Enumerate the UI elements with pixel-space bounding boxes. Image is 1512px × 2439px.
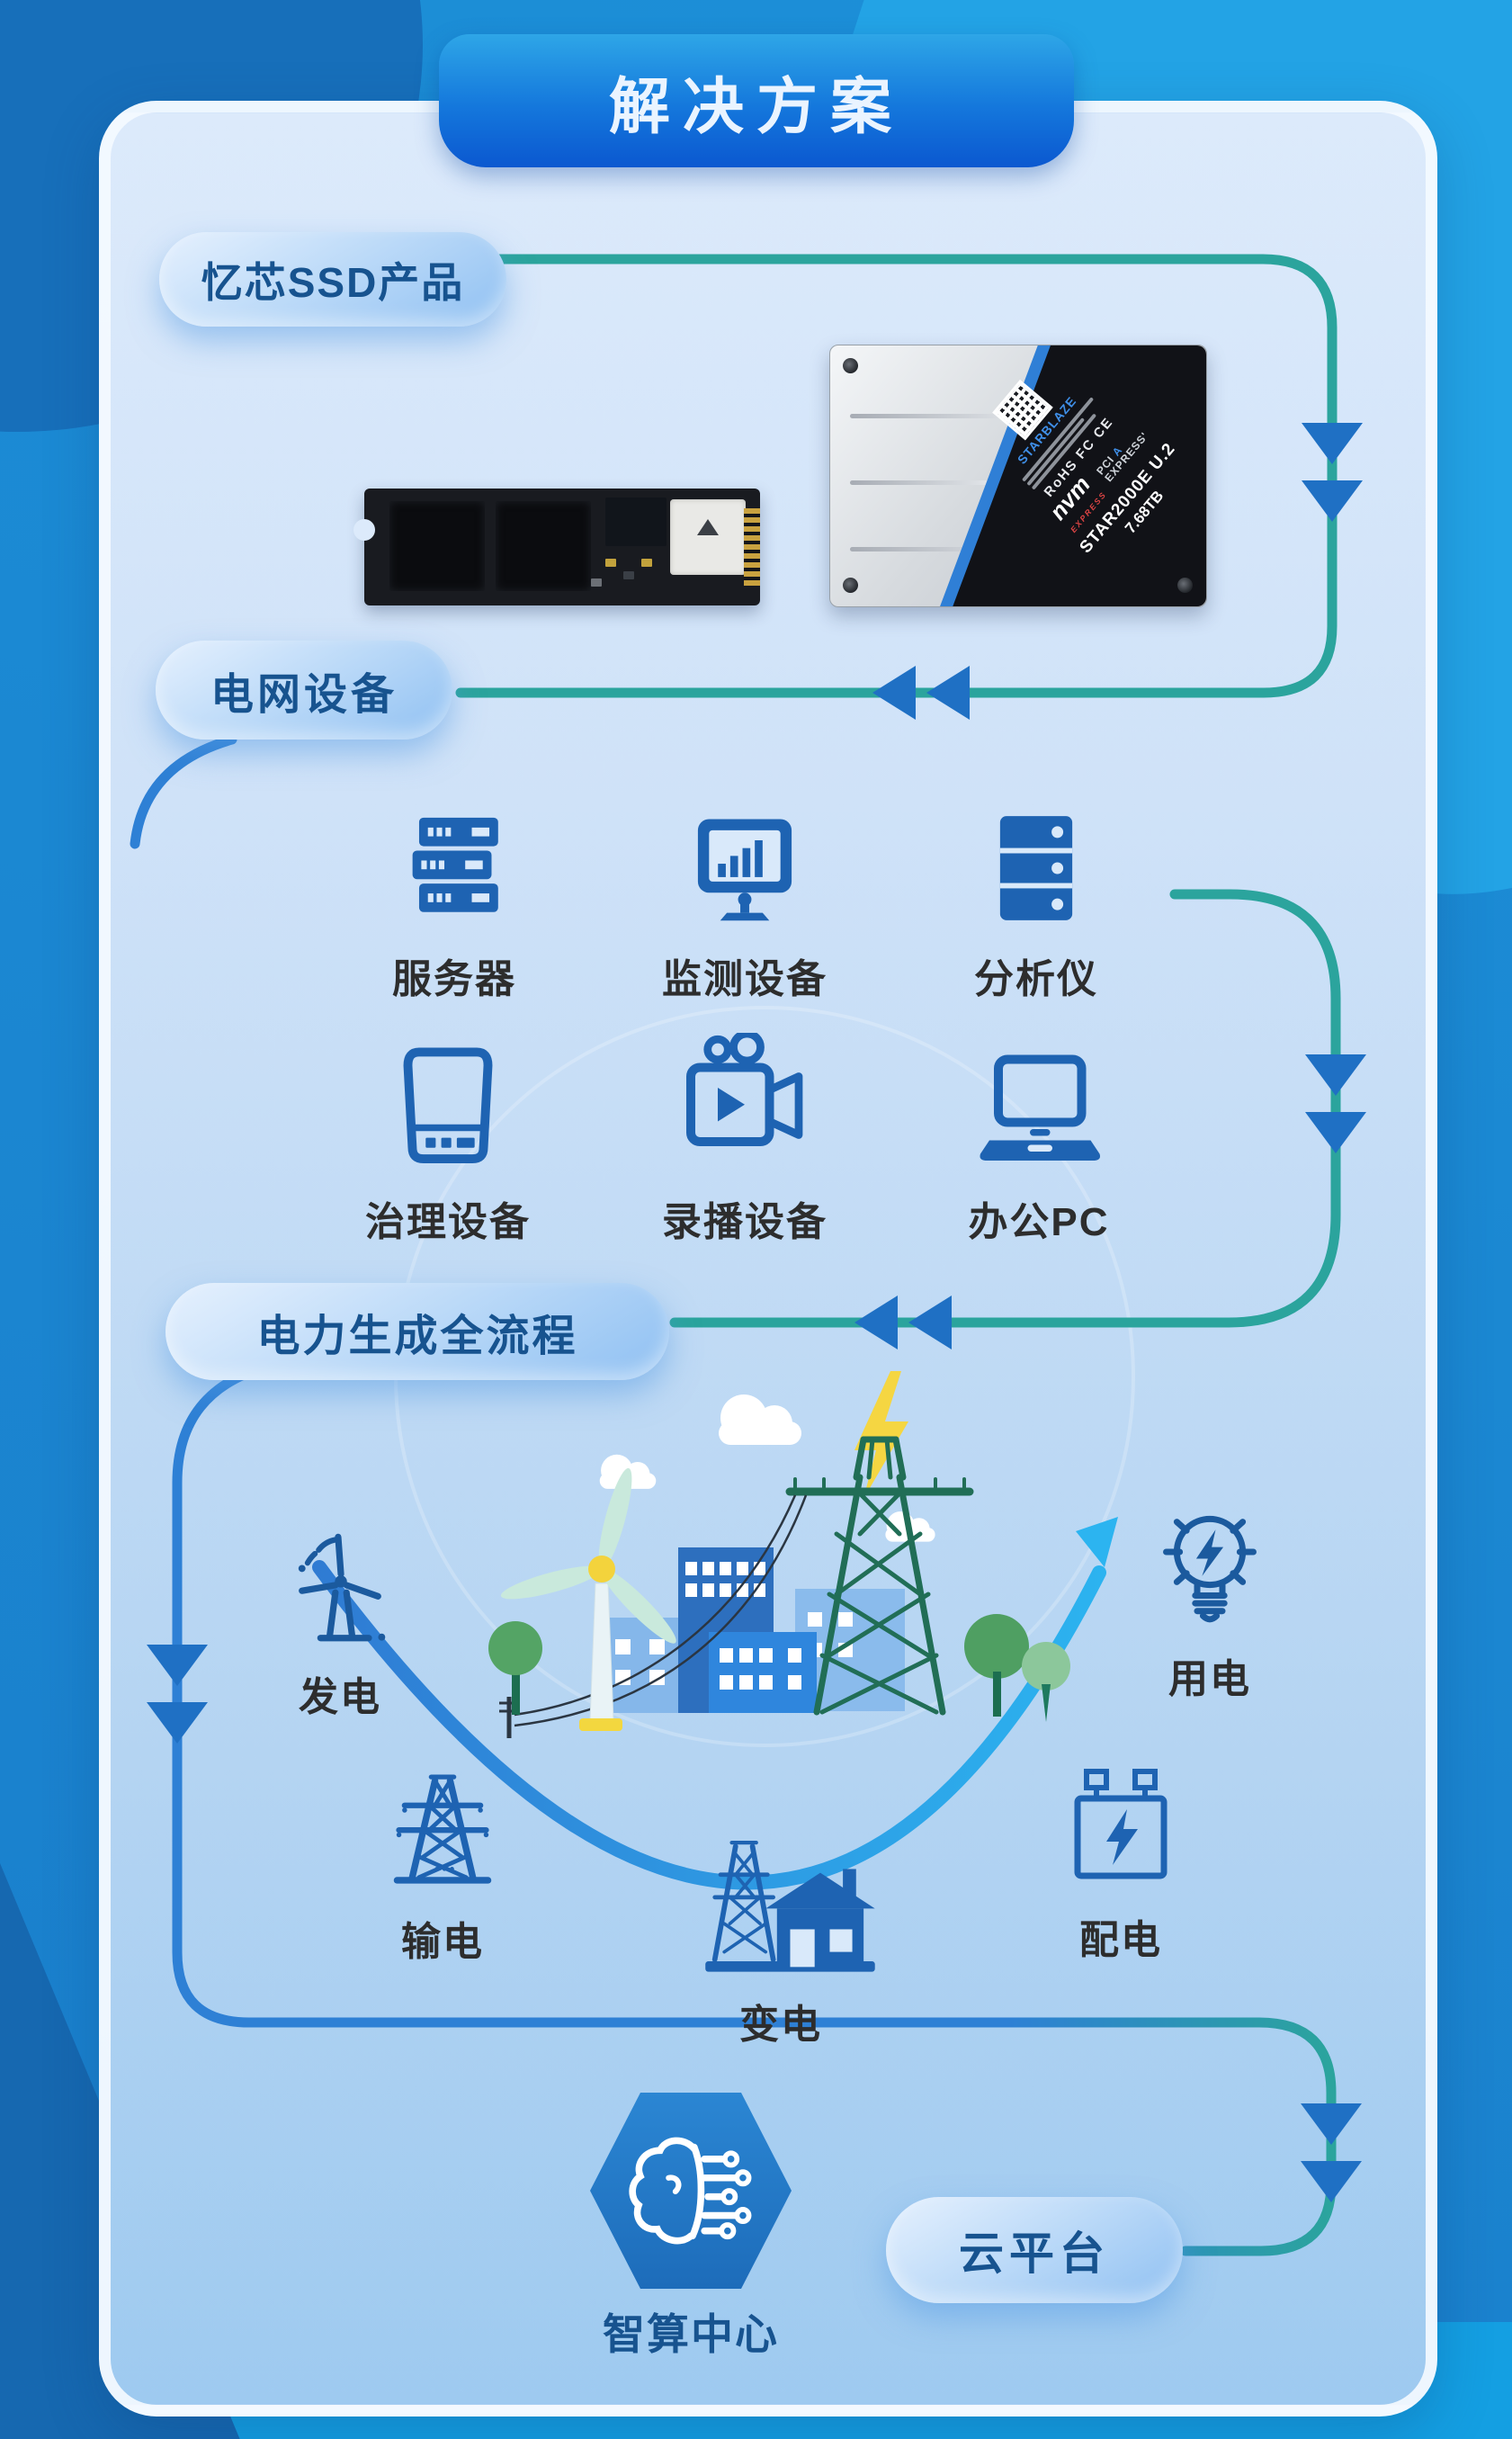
trees xyxy=(488,1614,1070,1722)
screw xyxy=(843,358,858,373)
pill-grid-equipment: 电网设备 xyxy=(156,641,452,740)
chevron-down-icon xyxy=(1302,480,1363,522)
capacitor xyxy=(641,559,652,567)
grid-item-office-pc: 办公PC xyxy=(922,1044,1156,1247)
pill-cloud-platform-label: 云平台 xyxy=(959,2228,1110,2279)
chevron-down-icon xyxy=(1301,2103,1362,2145)
grid-item-label: 治理设备 xyxy=(365,1200,531,1244)
grid-item-server: 服务器 xyxy=(337,801,571,1004)
flow-chevrons xyxy=(147,423,1366,2202)
screw xyxy=(843,578,858,593)
city-buildings xyxy=(601,1547,905,1713)
screw xyxy=(1177,578,1193,593)
grid-item-label: 办公PC xyxy=(968,1200,1110,1244)
content-card xyxy=(99,101,1437,2417)
capacitor xyxy=(605,559,616,567)
green-tower xyxy=(785,1436,974,1716)
controller-chip xyxy=(670,499,746,575)
flow-loop-power-to-cloud xyxy=(172,1360,1337,2256)
capacitor xyxy=(623,571,634,579)
pill-power-process: 电力生成全流程 xyxy=(166,1283,669,1380)
monitor-chart-icon xyxy=(689,801,801,936)
nand-chip xyxy=(496,501,591,591)
video-camera-icon xyxy=(677,1015,812,1179)
pill-power-process-label: 电力生成全流程 xyxy=(256,1313,578,1360)
stage-label: 发电 xyxy=(299,1675,381,1719)
grid-item-label: 分析仪 xyxy=(974,957,1098,1001)
stage-transmission: 输电 xyxy=(326,1756,559,1967)
case-groove xyxy=(850,414,1075,418)
grid-item-label: 服务器 xyxy=(392,957,516,1001)
arc-arrowhead xyxy=(1076,1517,1118,1567)
capacitor xyxy=(591,578,602,587)
power-city-illustration xyxy=(312,1371,1118,1890)
flow-loop-ssd-to-grid xyxy=(455,254,1338,698)
grid-item-label: 录播设备 xyxy=(662,1200,828,1244)
transmission-tower-icon xyxy=(375,1756,510,1898)
title-banner: 解决方案 xyxy=(439,34,1074,167)
grid-item-monitor: 监测设备 xyxy=(628,801,862,1004)
nand-chip xyxy=(389,501,485,591)
stage-label: 用电 xyxy=(1168,1657,1251,1701)
stage-substation: 变电 xyxy=(664,1819,898,2049)
stage-consumption: 用电 xyxy=(1093,1493,1327,1704)
compute-center: 智算中心 xyxy=(574,2093,808,2362)
storage-device-icon xyxy=(392,1035,504,1179)
flow-lines xyxy=(130,254,1341,2256)
chevron-down-icon xyxy=(147,1702,208,1744)
power-wires xyxy=(499,1494,808,1738)
gold-connector-fingers xyxy=(744,508,760,586)
wind-turbine-illustration xyxy=(500,1467,676,1731)
server-icon xyxy=(399,801,509,936)
wind-turbine-icon xyxy=(280,1519,400,1654)
pill-cloud-platform: 云平台 xyxy=(886,2197,1183,2303)
pill-ssd-products: 忆芯SSD产品 xyxy=(159,232,506,327)
compute-center-label: 智算中心 xyxy=(603,2310,779,2358)
stage-label: 配电 xyxy=(1079,1918,1162,1962)
chevron-left-icon xyxy=(854,1296,898,1350)
flow-hook-grid xyxy=(130,734,237,849)
pill-grid-equipment-label: 电网设备 xyxy=(210,671,398,719)
chevron-left-icon xyxy=(926,666,970,720)
m2-ssd-product-image xyxy=(353,489,760,605)
bulb-lightning-icon xyxy=(1147,1493,1273,1636)
chevron-down-icon xyxy=(1305,1054,1366,1096)
stage-label: 输电 xyxy=(401,1920,484,1964)
case-groove xyxy=(850,480,1030,485)
chevron-down-icon xyxy=(1301,2161,1362,2202)
stage-generation: 发电 xyxy=(223,1519,457,1722)
lightning-bolt-icon xyxy=(854,1371,908,1499)
chevron-down-icon xyxy=(147,1645,208,1686)
chevron-down-icon xyxy=(1302,423,1363,464)
dram-chip xyxy=(605,498,667,546)
chevron-down-icon xyxy=(1305,1112,1366,1153)
stage-label: 变电 xyxy=(739,2003,822,2047)
hexagon-badge xyxy=(590,2093,792,2289)
flow-loop-grid-to-power xyxy=(669,889,1341,1328)
pill-ssd-products-label: 忆芯SSD产品 xyxy=(201,258,465,306)
chevron-left-icon xyxy=(908,1296,952,1350)
grid-item-label: 监测设备 xyxy=(662,957,828,1001)
grid-item-analyzer: 分析仪 xyxy=(919,801,1153,1004)
grid-item-governance: 治理设备 xyxy=(331,1035,565,1247)
laptop-icon xyxy=(971,1044,1106,1179)
ai-brain-circuit-icon xyxy=(629,2137,752,2245)
stage-distribution: 配电 xyxy=(1004,1762,1238,1965)
distribution-box-icon xyxy=(1058,1762,1184,1897)
chevron-left-icon xyxy=(872,666,916,720)
substation-icon xyxy=(686,1819,875,1981)
analyzer-icon xyxy=(983,801,1089,936)
m2-screw-notch xyxy=(353,519,375,541)
page-title: 解决方案 xyxy=(608,72,904,141)
grid-item-recording: 录播设备 xyxy=(628,1015,862,1247)
